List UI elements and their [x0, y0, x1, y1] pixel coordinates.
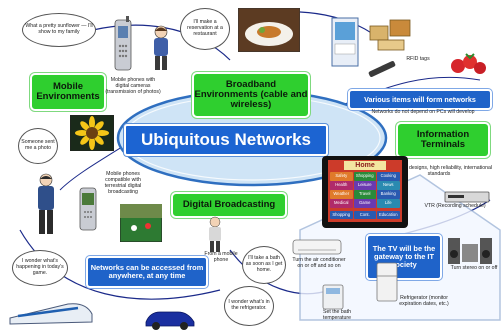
label-mobile-environments: Mobile Environments [30, 73, 106, 111]
note-not-depend-pcs: Networks do not depend on PCs will devel… [371, 109, 475, 115]
tv-menu-item[interactable]: Life [377, 199, 400, 208]
label-various-items: Various items will form networks [348, 89, 492, 110]
boxes-image [369, 19, 411, 51]
label-mobile-environments-text: Mobile Environments [36, 81, 100, 102]
note-vtr: VTR (Recording schedule) [424, 203, 486, 209]
tv-menu-bottom-item[interactable]: Shopping [330, 211, 353, 219]
note-phones-cameras: Mobile phones with digital cameras (tran… [105, 77, 161, 95]
note-rfid: RFID tags [406, 56, 430, 62]
note-phones-terrestrial: Mobile phones compatible with terrestria… [104, 171, 142, 195]
vtr-image [444, 191, 490, 203]
terrestrial-phone-image [79, 187, 97, 231]
label-networks-anywhere-text: Networks can be accessed from anywhere, … [90, 262, 204, 280]
center-title: Ubiquitous Networks [140, 130, 311, 149]
tv-menu-item[interactable]: Health [330, 181, 353, 190]
label-networks-anywhere: Networks can be accessed from anywhere, … [86, 256, 208, 288]
tv-menu-item[interactable]: Leisure [353, 181, 376, 190]
note-universal: Universal designs, high reliability, int… [385, 165, 492, 177]
vending-machine-image [331, 17, 359, 67]
note-aircon: Turn the air conditioner on or off and s… [292, 257, 346, 269]
tv-menu-title: Home [344, 161, 386, 170]
note-stereo: Turn stereo on or off [450, 265, 498, 271]
bubble-someone-sent: Someone sent me a photo [18, 128, 58, 164]
bubble-wonder-game: I wonder what's happening in today's gam… [12, 250, 68, 286]
tv-menu-item[interactable]: Cooking [377, 172, 400, 181]
label-various-items-text: Various items will form networks [364, 94, 476, 104]
tv-menu-item[interactable]: Shopping [353, 172, 376, 181]
tv-menu-item[interactable]: News [377, 181, 400, 190]
note-bath-temp: Set the bath temperature [323, 309, 351, 321]
label-digital-broadcasting-text: Digital Broadcasting [182, 199, 276, 211]
bubble-sunflower: What a pretty sunflower — I'll show to m… [22, 13, 96, 47]
center-title-box: Ubiquitous Networks [124, 124, 328, 156]
stereo-image [448, 238, 492, 264]
camera-phone-image [114, 16, 132, 71]
label-information-terminals-text: Information Terminals [416, 129, 470, 150]
label-information-terminals: Information Terminals [396, 122, 490, 158]
refrigerator-image [376, 262, 398, 302]
train-image [9, 303, 93, 325]
bubble-fridge: I wonder what's in the refrigerator. [224, 286, 274, 326]
tv-menu-item[interactable]: Banking [377, 190, 400, 199]
label-digital-broadcasting: Digital Broadcasting [171, 192, 287, 218]
tv-menu-item[interactable]: Weather [330, 190, 353, 199]
note-refrigerator: Refrigerator (monitor expiration dates, … [399, 295, 449, 307]
air-conditioner-image [292, 239, 342, 255]
label-broadband-text: Broadband Environments (cable and wirele… [194, 79, 308, 110]
bubble-reservation: I'll make a reservation at a restaurant [180, 8, 230, 50]
car-image [145, 311, 195, 330]
bubble-bath: I'll take a bath as soon as I get home. [242, 246, 286, 284]
tv-menu-bottom-item[interactable]: Education [377, 211, 400, 219]
strawberries-image [451, 53, 486, 74]
tv-menu-bottom-item[interactable]: Cont. [353, 211, 376, 219]
food-photo-image [238, 8, 300, 52]
tv-menu-item[interactable]: Safety [330, 172, 353, 181]
man-phone-image [38, 173, 54, 234]
note-from-mobile: From a mobile phone [204, 251, 238, 263]
sports-photo-image [120, 204, 162, 242]
label-tv-gateway-text: The TV will be the gateway to the IT soc… [372, 243, 436, 270]
bath-panel-image [322, 284, 344, 310]
tv-menu-item[interactable]: Medical [330, 199, 353, 208]
label-broadband: Broadband Environments (cable and wirele… [192, 72, 310, 118]
tv-menu-item[interactable]: Travel [353, 190, 376, 199]
woman-mobile-image [209, 216, 221, 252]
sunflower-photo-image [70, 115, 114, 151]
tv-menu-item[interactable]: Game [353, 199, 376, 208]
remote-image [368, 61, 396, 77]
woman-phone-image [154, 25, 168, 70]
